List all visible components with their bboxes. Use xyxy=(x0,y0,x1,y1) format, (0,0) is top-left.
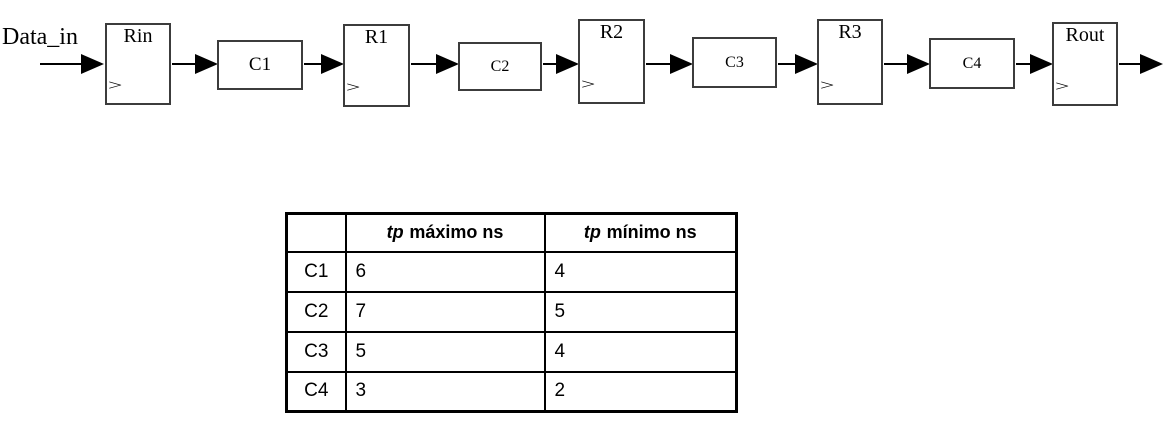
tp-symbol: tp xyxy=(386,222,404,243)
clock-input-icon: > xyxy=(581,77,596,93)
tp-max-value: 5 xyxy=(344,330,546,373)
register-label: Rout xyxy=(1065,24,1105,46)
arrow-head-icon xyxy=(321,54,344,74)
tp-max-value: 7 xyxy=(344,290,546,333)
register-r1: R1 > xyxy=(343,24,410,107)
arrow-input xyxy=(40,54,104,74)
register-label: R2 xyxy=(599,21,624,43)
table-row: C3 5 4 xyxy=(285,330,738,373)
arrow-shaft xyxy=(1016,63,1030,65)
tp-min-value: 5 xyxy=(543,290,738,333)
register-r3: R3 > xyxy=(817,19,883,105)
clock-input-icon: > xyxy=(1055,79,1070,95)
comb-block-label: C4 xyxy=(962,54,982,72)
data-in-label: Data_in xyxy=(2,24,78,50)
comb-block-c3: C3 xyxy=(692,37,777,88)
arrow-head-icon xyxy=(436,54,459,74)
clock-input-icon: > xyxy=(108,78,123,94)
arrow-head-icon xyxy=(670,54,693,74)
register-rin: Rin > xyxy=(105,23,171,105)
comb-block-c1: C1 xyxy=(217,40,303,90)
comb-block-c2: C2 xyxy=(458,42,542,91)
arrow-r1-c2 xyxy=(411,54,459,74)
row-label: C3 xyxy=(285,330,347,373)
tp-min-value: 4 xyxy=(543,250,738,293)
tp-min-value: 2 xyxy=(543,370,738,413)
tp-max-value: 3 xyxy=(344,370,546,413)
clock-input-icon: > xyxy=(820,78,835,94)
header-text: mínimo ns xyxy=(606,222,697,243)
arrow-output xyxy=(1119,54,1163,74)
row-label: C1 xyxy=(285,250,347,293)
tp-symbol: tp xyxy=(583,222,601,243)
arrow-r2-c3 xyxy=(646,54,693,74)
header-empty-cell xyxy=(285,212,347,253)
table-row: C2 7 5 xyxy=(285,290,738,333)
row-label: C2 xyxy=(285,290,347,333)
register-label: R3 xyxy=(838,21,862,43)
arrow-head-icon xyxy=(795,54,818,74)
header-text: máximo ns xyxy=(409,222,504,243)
arrow-c1-r1 xyxy=(304,54,344,74)
tp-min-value: 4 xyxy=(543,330,738,373)
row-label: C4 xyxy=(285,370,347,413)
arrow-shaft xyxy=(1119,63,1140,65)
arrow-shaft xyxy=(778,63,795,65)
comb-block-c4: C4 xyxy=(929,38,1015,89)
arrow-r3-c4 xyxy=(884,54,930,74)
comb-block-label: C3 xyxy=(725,53,744,71)
arrow-head-icon xyxy=(1140,54,1163,74)
arrow-shaft xyxy=(543,63,556,65)
arrow-shaft xyxy=(172,63,195,65)
register-label: R1 xyxy=(364,26,389,48)
clock-input-icon: > xyxy=(346,80,361,96)
table-row: C1 6 4 xyxy=(285,250,738,293)
table-row: C4 3 2 xyxy=(285,370,738,413)
tp-max-value: 6 xyxy=(344,250,546,293)
comb-block-label: C1 xyxy=(248,54,272,75)
arrow-c2-r2 xyxy=(543,54,579,74)
arrow-head-icon xyxy=(195,54,218,74)
arrow-shaft xyxy=(884,63,907,65)
register-r2: R2 > xyxy=(578,19,645,104)
arrow-shaft xyxy=(646,63,670,65)
arrow-shaft xyxy=(304,63,321,65)
arrow-c4-rout xyxy=(1016,54,1053,74)
arrow-head-icon xyxy=(907,54,930,74)
arrow-head-icon xyxy=(556,54,579,74)
arrow-shaft xyxy=(40,63,81,65)
arrow-shaft xyxy=(411,63,436,65)
arrow-head-icon xyxy=(81,54,104,74)
register-rout: Rout > xyxy=(1052,22,1118,106)
arrow-head-icon xyxy=(1030,54,1053,74)
arrow-c3-r3 xyxy=(778,54,818,74)
comb-block-label: C2 xyxy=(490,57,510,75)
register-label: Rin xyxy=(123,25,153,47)
arrow-rin-c1 xyxy=(172,54,218,74)
